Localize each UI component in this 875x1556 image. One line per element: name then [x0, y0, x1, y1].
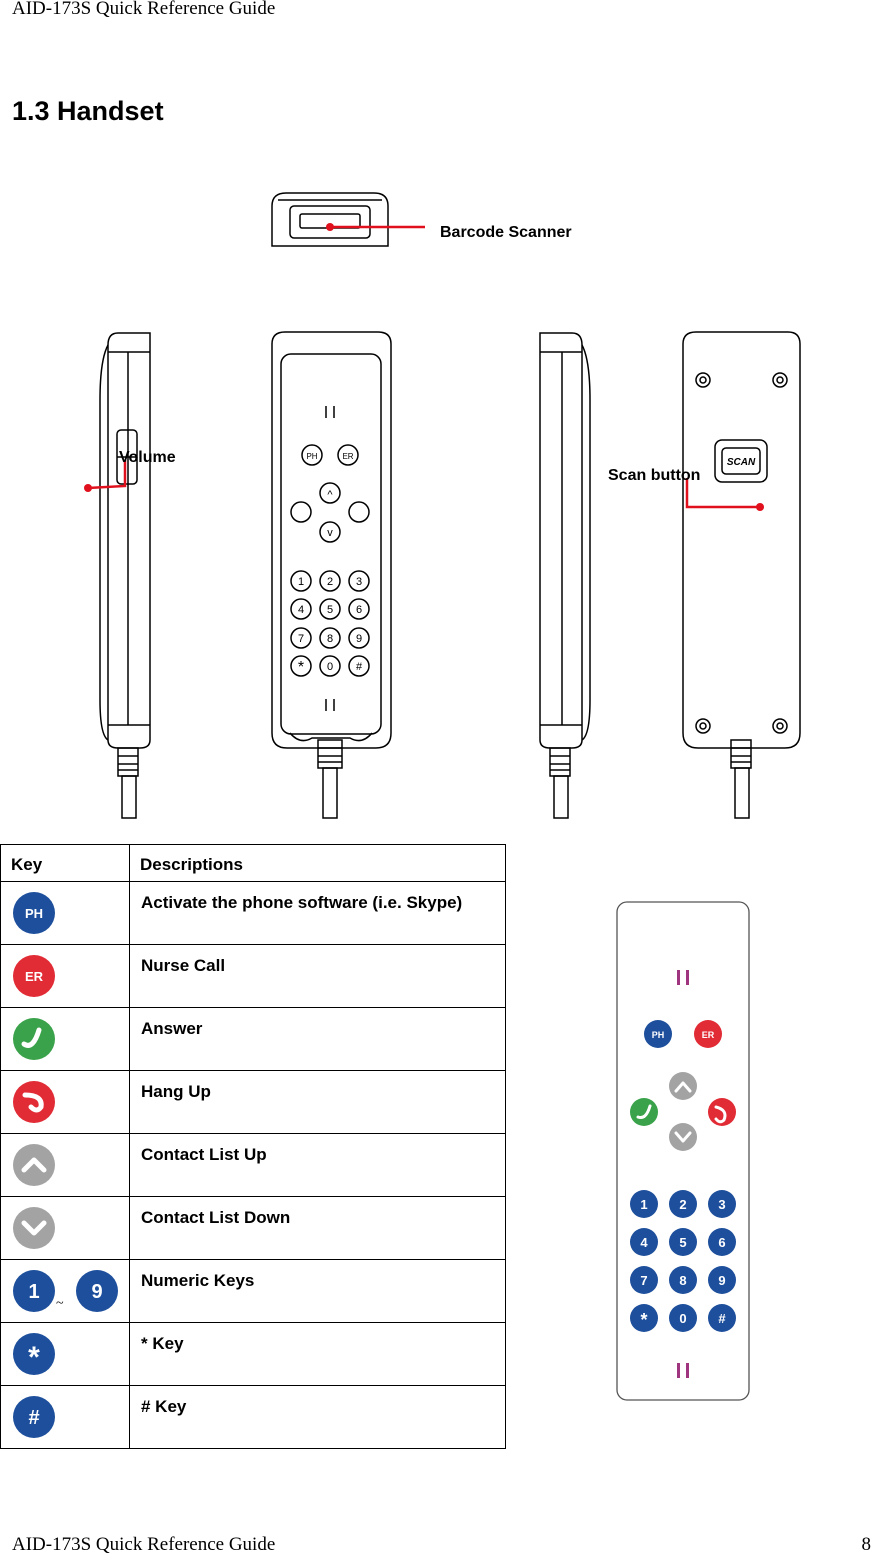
- nine-key-glyph: 9: [91, 1281, 102, 1303]
- handset-front-view: [271, 331, 392, 819]
- front-key-label: #: [356, 661, 363, 673]
- diagram-key-label: 8: [679, 1273, 686, 1288]
- diagram-key-label: 1: [640, 1197, 647, 1212]
- table-row: * * Key: [0, 1322, 506, 1386]
- diagram-key-label: 6: [718, 1235, 725, 1250]
- ph-key-glyph: PH: [25, 906, 43, 921]
- table-row: Answer: [0, 1007, 506, 1071]
- answer-key-icon: [13, 1018, 55, 1060]
- section-title: 1.3 Handset: [12, 96, 164, 126]
- row-description: Answer: [129, 1007, 506, 1071]
- key-descriptions-table: Key Descriptions PH Activate the phone s…: [0, 844, 506, 1449]
- one-key-glyph: 1: [28, 1281, 39, 1303]
- nine-key-icon: 9: [76, 1270, 118, 1312]
- diagram-key-label: 3: [718, 1197, 725, 1212]
- diagram-er-label: ER: [702, 1030, 715, 1040]
- scan-button-callout: Scan button: [608, 467, 701, 484]
- front-key-label: 3: [356, 576, 362, 588]
- front-key-label: 4: [298, 604, 304, 616]
- up-key-icon: [13, 1144, 55, 1186]
- diagram-key-label: 9: [718, 1273, 725, 1288]
- front-view-key-labels: PH ER ^ v 1 2 3 4 5 6 7 8 9 * 0 #: [298, 452, 363, 676]
- scan-key-label: SCAN: [727, 457, 756, 468]
- key-column-header: Key: [0, 844, 130, 882]
- hangup-key-icon: [13, 1081, 55, 1123]
- table-row: Contact List Up: [0, 1133, 506, 1197]
- page-number: 8: [861, 1534, 872, 1555]
- volume-callout: Volume: [119, 449, 176, 466]
- front-key-label: 6: [356, 604, 362, 616]
- front-key-label: 9: [356, 633, 362, 645]
- star-key-glyph: *: [28, 1341, 40, 1374]
- page-footer-title: AID-173S Quick Reference Guide: [12, 1534, 276, 1555]
- front-key-label: 1: [298, 576, 304, 588]
- row-description: Numeric Keys: [129, 1259, 506, 1323]
- row-description: Contact List Down: [129, 1196, 506, 1260]
- range-tilde: ~: [56, 1296, 64, 1311]
- down-key-icon: [669, 1123, 697, 1151]
- scan-callout-line: [685, 478, 760, 509]
- colored-keypad-diagram: PH ER 1 2 3 4 5 6 7 8 9 * 0 #: [616, 901, 750, 1401]
- diagram-key-label: *: [640, 1310, 647, 1330]
- hash-key-glyph: #: [28, 1407, 39, 1429]
- diagram-key-label: 4: [640, 1235, 648, 1250]
- barcode-scanner-top-view: [271, 192, 389, 247]
- row-description: Hang Up: [129, 1070, 506, 1134]
- diagram-key-label: 7: [640, 1273, 647, 1288]
- barcode-scanner-callout: Barcode Scanner: [440, 224, 572, 241]
- er-key-icon: [694, 1020, 722, 1048]
- front-key-label: 8: [327, 633, 333, 645]
- one-key-icon: 1: [13, 1270, 55, 1312]
- front-key-label: 2: [327, 576, 333, 588]
- row-description: Contact List Up: [129, 1133, 506, 1197]
- front-key-label: *: [298, 659, 304, 676]
- row-description: Nurse Call: [129, 944, 506, 1008]
- front-up-label: ^: [327, 489, 333, 501]
- table-header-row: Key Descriptions: [0, 844, 506, 882]
- row-description: Activate the phone software (i.e. Skype): [129, 881, 506, 945]
- ph-key-icon: PH: [13, 892, 55, 934]
- handset-back-view: [682, 331, 801, 819]
- handset-side-view-left: [99, 332, 151, 819]
- er-key-glyph: ER: [25, 969, 44, 984]
- table-row: Hang Up: [0, 1070, 506, 1134]
- star-key-icon: *: [13, 1333, 55, 1375]
- front-key-label: 5: [327, 604, 333, 616]
- row-description: * Key: [129, 1322, 506, 1386]
- descriptions-column-header: Descriptions: [129, 844, 506, 882]
- table-row: PH Activate the phone software (i.e. Sky…: [0, 881, 506, 945]
- front-ph-label: PH: [306, 452, 317, 461]
- diagram-ph-label: PH: [652, 1030, 665, 1040]
- diagram-key-label: 2: [679, 1197, 686, 1212]
- front-key-label: 7: [298, 633, 304, 645]
- table-row: # # Key: [0, 1385, 506, 1449]
- up-key-icon: [669, 1072, 697, 1100]
- front-key-label: 0: [327, 661, 333, 673]
- handset-side-view-right: [539, 332, 591, 819]
- diagram-key-label: 5: [679, 1235, 686, 1250]
- front-down-label: v: [327, 527, 333, 539]
- table-row: 1 ~ 9 Numeric Keys: [0, 1259, 506, 1323]
- row-description: # Key: [129, 1385, 506, 1449]
- diagram-key-label: #: [718, 1311, 726, 1326]
- answer-key-icon: [630, 1098, 658, 1126]
- volume-callout-line: [87, 460, 127, 490]
- page-header: AID-173S Quick Reference Guide: [12, 0, 276, 19]
- front-er-label: ER: [342, 452, 353, 461]
- table-row: Contact List Down: [0, 1196, 506, 1260]
- ph-key-icon: [644, 1020, 672, 1048]
- callout-lines: [87, 225, 760, 509]
- callout-dots: [84, 223, 764, 511]
- table-row: ER Nurse Call: [0, 944, 506, 1008]
- down-key-icon: [13, 1207, 55, 1249]
- diagram-key-label: 0: [679, 1311, 686, 1326]
- hash-key-icon: #: [13, 1396, 55, 1438]
- er-key-icon: ER: [13, 955, 55, 997]
- speaker-marks: [677, 970, 689, 1378]
